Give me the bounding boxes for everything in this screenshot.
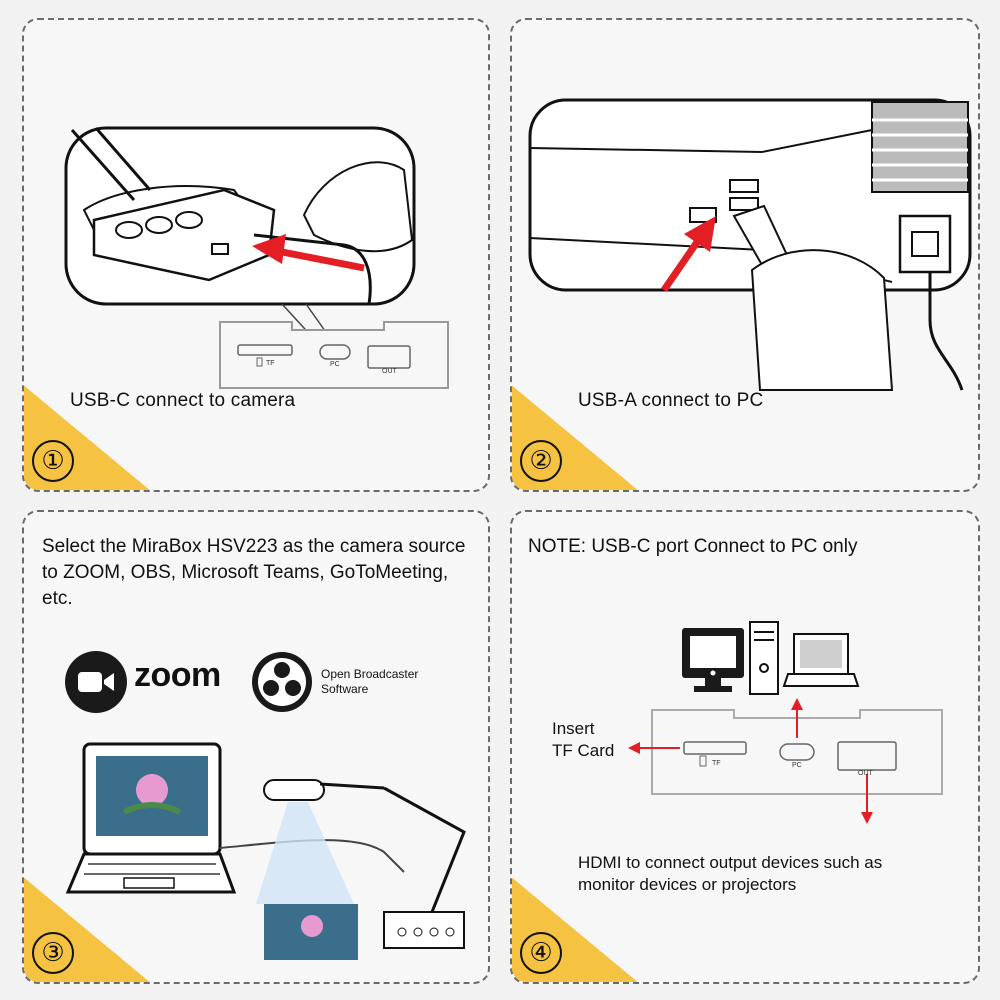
usb-c-illustration [64, 126, 449, 389]
step-number: ① [32, 440, 74, 482]
step-number: ④ [520, 932, 562, 974]
insert-tf-label: Insert TF Card [552, 718, 614, 762]
step-2-caption: USB-A connect to PC [578, 390, 764, 411]
out-port-label: OUT [382, 368, 397, 375]
step-1-panel: TF PC OUT USB-C connect to camera ① [22, 18, 490, 492]
insert-line1: Insert [552, 719, 595, 738]
pc-port-label: PC [330, 361, 340, 368]
step-number: ③ [32, 932, 74, 974]
usb-a-illustration [528, 98, 972, 391]
laptop-camera-illustration [65, 742, 466, 960]
step-number: ② [520, 440, 562, 482]
tf-port-label: TF [712, 760, 721, 767]
hdmi-line1: HDMI to connect output devices such as [578, 853, 883, 872]
step-4-panel: NOTE: USB-C port Connect to PC only TF P… [510, 510, 980, 984]
pc-port-label: PC [792, 762, 802, 769]
insert-line2: TF Card [552, 741, 615, 760]
tf-port-label: TF [266, 360, 275, 367]
port-diagram [628, 621, 943, 824]
step-2-panel: USB-A connect to PC ② [510, 18, 980, 492]
out-port-label: OUT [858, 770, 873, 777]
zoom-label: zoom [134, 656, 221, 694]
obs-label-line1: Open Broadcaster [321, 667, 419, 681]
obs-label-line2: Software [321, 682, 369, 696]
hdmi-line2: monitor devices or projectors [578, 875, 797, 894]
obs-logo-icon [252, 652, 312, 712]
step-3-text: Select the MiraBox HSV223 as the camera … [42, 536, 466, 609]
note-text: NOTE: USB-C port Connect to PC only [528, 536, 858, 557]
zoom-logo-icon [65, 651, 127, 713]
obs-label: Open Broadcaster Software [321, 667, 418, 697]
hdmi-description: HDMI to connect output devices such as m… [578, 852, 882, 896]
step-3-panel: Select the MiraBox HSV223 as the camera … [22, 510, 490, 984]
step-1-caption: USB-C connect to camera [70, 390, 296, 411]
